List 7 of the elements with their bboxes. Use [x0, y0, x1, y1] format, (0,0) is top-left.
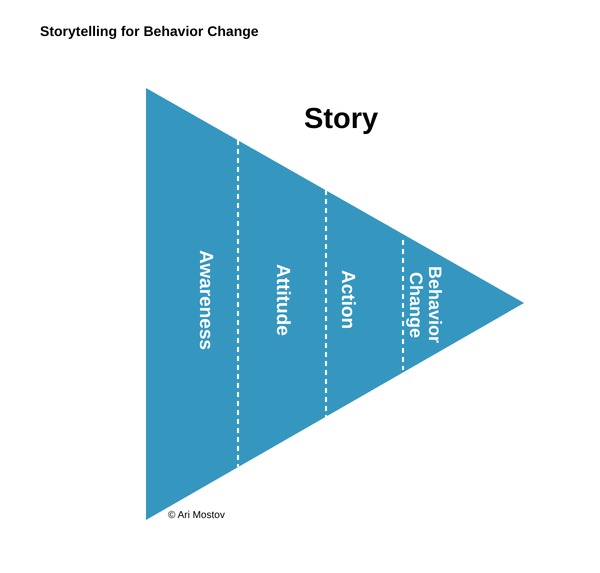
stage-label: Action: [337, 270, 357, 330]
stage-label: Behavior Change: [406, 265, 444, 346]
stage-label: Awareness: [195, 250, 215, 350]
header-title: Storytelling for Behavior Change: [40, 23, 259, 39]
diagram-heading: Story: [304, 103, 378, 136]
stage-label: Attitude: [272, 264, 292, 336]
copyright-note: © Ari Mostov: [168, 510, 225, 521]
